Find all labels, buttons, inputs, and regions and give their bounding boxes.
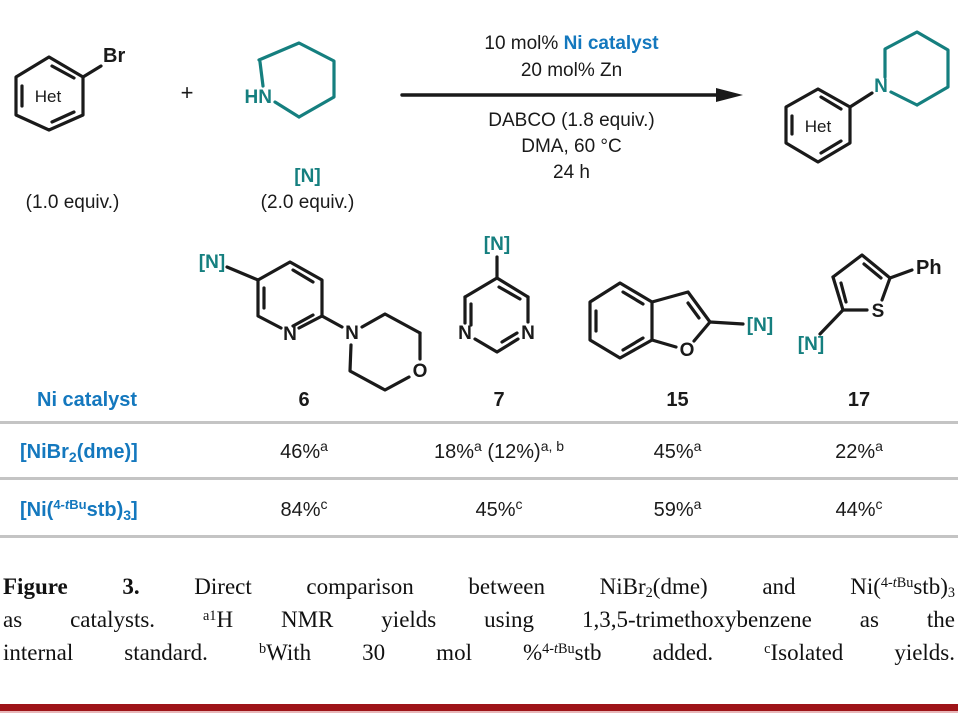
catalyst-label-nibr2: [NiBr2(dme)] — [0, 440, 205, 465]
substrate-17-structure: S Ph [N] — [798, 253, 942, 355]
reaction-arrow — [400, 88, 743, 102]
pyridine-ring — [225, 260, 324, 330]
product-het-bg — [800, 115, 837, 136]
column-header-17: 17 — [847, 388, 871, 411]
amine-equiv: (2.0 equiv.) — [260, 192, 355, 213]
amine-n-tag: [N] — [294, 166, 321, 187]
yield-cell: 18%a (12%)a, b — [433, 437, 565, 463]
yield-cell: 84%c — [280, 495, 328, 521]
substrate-17-n-tag: [N] — [798, 334, 824, 355]
catalyst-text: (dme)] — [76, 440, 138, 463]
footer-pink-line — [0, 711, 958, 713]
catalyst-text: [Ni( — [20, 498, 54, 521]
piperidine-ring — [257, 41, 336, 119]
product-structure: Het N — [784, 30, 950, 164]
substrate-6-structure: [N] N N O — [199, 252, 428, 392]
morpholine-o-label: O — [413, 361, 428, 382]
column-header-6: 6 — [298, 388, 310, 411]
catalyst-sub: 3 — [123, 506, 132, 523]
table-row-nibr2: [NiBr2(dme)] 46%a 18%a (12%)a, b 45%a 22… — [0, 436, 958, 468]
substrate-7-n-tag: [N] — [484, 234, 510, 255]
figure-caption: Figure 3. Direct comparison between NiBr… — [3, 572, 955, 671]
substrate-6-n-tag: [N] — [199, 252, 225, 273]
pyrimidine-n1-label: N — [458, 323, 472, 344]
catalyst-text: stb) — [86, 498, 124, 521]
yield-cell: 22%a — [835, 437, 883, 463]
morpholine-ring — [320, 312, 422, 392]
het-label-bg — [30, 85, 67, 106]
caption-sup: 4-tBu — [880, 574, 914, 591]
substrate-15-structure: O [N] — [588, 281, 773, 361]
catalyst-sup: 4-tBu — [53, 496, 87, 512]
caption-line-2: as catalysts. a1H NMR yields using 1,3,5… — [3, 607, 955, 632]
table-rule-middle — [0, 477, 958, 480]
bromine-label: Br — [103, 45, 125, 67]
catalyst-sub: 2 — [68, 448, 77, 465]
caption-line-1: Figure 3. Direct comparison between NiBr… — [3, 574, 955, 602]
phenyl-label: Ph — [916, 257, 942, 279]
conditions-line4: DMA, 60 °C — [521, 136, 622, 157]
product-n-label: N — [874, 76, 888, 97]
morpholine-n-label: N — [345, 323, 359, 344]
column-header-7: 7 — [493, 388, 505, 411]
yield-cell: 46%a — [280, 437, 328, 463]
substrate-15-n-tag: [N] — [747, 315, 773, 336]
aryl-halide-equiv: (1.0 equiv.) — [25, 192, 120, 213]
table-header-row: Ni catalyst 6 7 15 17 — [0, 384, 958, 416]
substrate-7-structure: [N] N N — [458, 234, 535, 354]
yield-cell: 45%c — [475, 495, 523, 521]
conditions-line1: 10 mol% Ni catalyst — [400, 32, 743, 56]
conditions-catalyst: Ni catalyst — [563, 33, 659, 54]
table-rule-top — [0, 421, 958, 424]
pyrimidine-ring — [463, 255, 530, 354]
conditions-loading: 10 mol% — [484, 33, 564, 54]
plus-sign: + — [180, 80, 194, 105]
table-row-nistb: [Ni(4-tBustb)3] 84%c 45%c 59%a 44%c — [0, 494, 958, 526]
pyridine-n-label: N — [283, 324, 297, 345]
thiophene-ring — [818, 253, 914, 336]
pyrimidine-n3-label: N — [521, 323, 535, 344]
arrow-head — [716, 88, 743, 102]
footer-red-bar — [0, 704, 958, 711]
aryl-halide-structure: Het Br — [14, 45, 125, 132]
amine-nh-label: HN — [245, 87, 272, 108]
benzene-ring — [14, 55, 103, 132]
piperidine-structure: HN — [245, 41, 336, 119]
catalyst-label-nistb: [Ni(4-tBustb)3] — [0, 496, 205, 523]
table-rule-bottom — [0, 535, 958, 538]
caption-sup: 4-tBu — [542, 640, 575, 657]
product-het-label: Het — [805, 117, 832, 136]
het-label: Het — [35, 87, 62, 106]
benzofuran-o-label: O — [680, 340, 695, 361]
yield-cell: 44%c — [835, 495, 883, 521]
catalyst-text: ] — [131, 498, 138, 521]
caption-figure-label: Figure 3. — [3, 574, 140, 599]
yield-cell: 45%a — [653, 437, 702, 463]
product-benzene-ring — [784, 87, 874, 164]
yield-cell: 59%a — [653, 495, 702, 521]
conditions-line3: DABCO (1.8 equiv.) — [488, 110, 655, 131]
conditions-line5: 24 h — [553, 162, 590, 183]
catalyst-text: [NiBr — [20, 440, 69, 463]
caption-line-3: internal standard. bWith 30 mol %4-tBust… — [3, 640, 956, 665]
table-header-label: Ni catalyst — [37, 388, 138, 411]
product-piperidine-ring — [883, 30, 950, 107]
benzofuran-ring — [588, 281, 745, 360]
thiophene-s-label: S — [872, 301, 885, 322]
conditions-line2: 20 mol% Zn — [520, 60, 623, 81]
column-header-15: 15 — [666, 388, 689, 411]
